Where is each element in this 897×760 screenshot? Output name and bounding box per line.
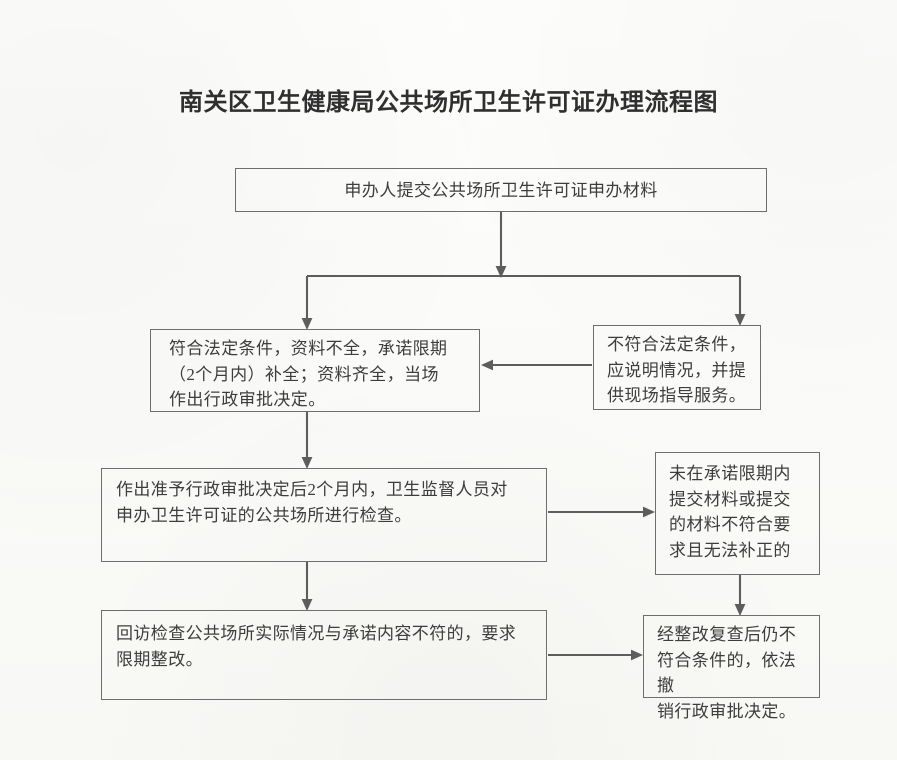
node-conforms-conditions[interactable]: 符合法定条件，资料不全，承诺限期 （2个月内）补全；资料齐全，当场 作出行政审批… [150,329,480,412]
connector-inspect-to-overdue [548,506,655,518]
connector-split-to-conform [301,276,313,330]
node-submit-application-label: 申办人提交公共场所卫生许可证申办材料 [344,181,658,200]
node-not-conforms-conditions[interactable]: 不符合法定条件， 应说明情况，并提 供现场指导服务。 [593,325,761,410]
node-not-conforms-conditions-label: 不符合法定条件， 应说明情况，并提 供现场指导服务。 [607,335,747,405]
node-conforms-conditions-label: 符合法定条件，资料不全，承诺限期 （2个月内）补全；资料齐全，当场 作出行政审批… [169,339,448,409]
connector-nonconform-to-conform [481,359,592,371]
connector-rectify-to-revoke [548,649,643,661]
connector-submit-to-split [495,212,507,278]
node-overdue-materials[interactable]: 未在承诺限期内 提交材料或提交 的材料不符合要 求且无法补正的 [655,452,820,575]
connector-inspect-to-rectify [301,562,313,611]
connector-overdue-to-revoke [734,575,746,616]
node-onsite-inspection[interactable]: 作出准予行政审批决定后2个月内，卫生监督人员对 申办卫生许可证的公共场所进行检查… [101,468,547,562]
node-overdue-materials-label: 未在承诺限期内 提交材料或提交 的材料不符合要 求且无法补正的 [669,464,791,560]
connector-conform-to-inspect [301,412,313,469]
node-order-rectification[interactable]: 回访检查公共场所实际情况与承诺内容不符的，要求 限期整改。 [101,610,547,700]
node-order-rectification-label: 回访检查公共场所实际情况与承诺内容不符的，要求 限期整改。 [116,624,517,669]
page-title: 南关区卫生健康局公共场所卫生许可证办理流程图 [179,90,718,116]
node-revoke-approval[interactable]: 经整改复查后仍不 符合条件的，依法撤 销行政审批决定。 [643,615,820,721]
node-revoke-approval-label: 经整改复查后仍不 符合条件的，依法撤 销行政审批决定。 [657,625,797,721]
connector-split-to-nonconform [734,276,746,326]
node-onsite-inspection-label: 作出准予行政审批决定后2个月内，卫生监督人员对 申办卫生许可证的公共场所进行检查… [116,480,508,525]
node-submit-application[interactable]: 申办人提交公共场所卫生许可证申办材料 [235,168,767,212]
